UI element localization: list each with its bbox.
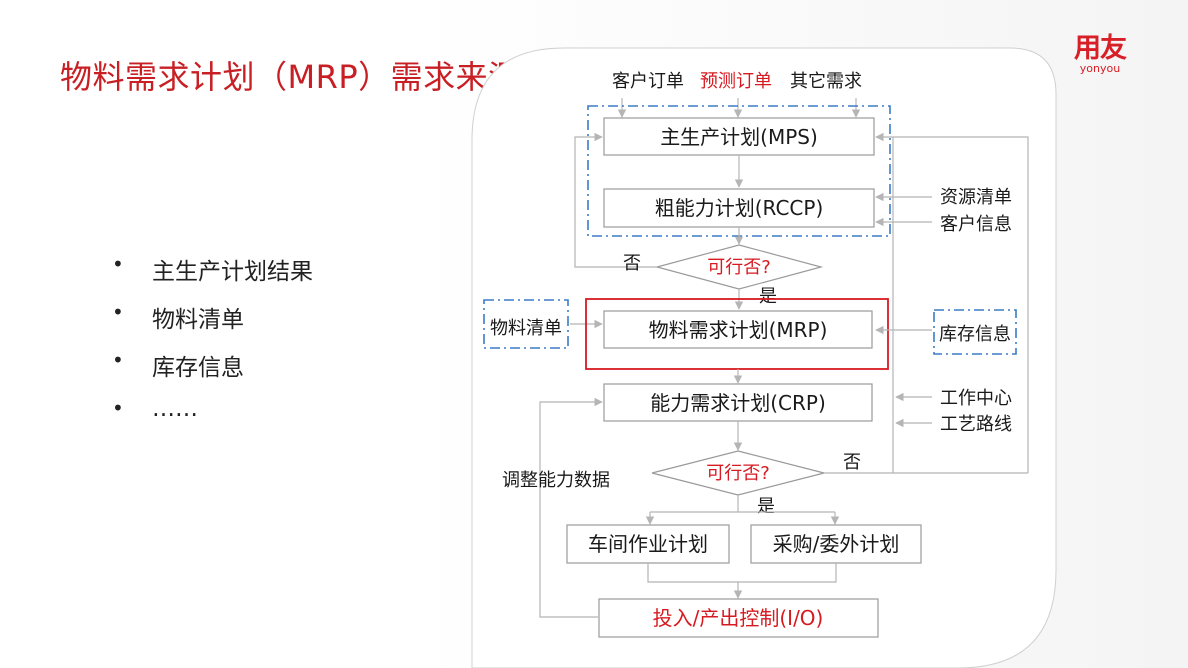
bullet-item: 物料清单 <box>112 300 313 348</box>
inventory-dashed-box <box>933 309 1017 355</box>
arrow-decision1-no <box>574 132 657 268</box>
rccp-box <box>603 188 875 228</box>
decision1-yes: 是 <box>759 286 777 307</box>
slide-title: 物料需求计划（MRP）需求来源 <box>60 58 521 96</box>
decision2-yes: 是 <box>757 496 775 517</box>
rccp-label: 粗能力计划(RCCP) <box>655 196 824 220</box>
purchase-box <box>750 524 922 564</box>
arrow-decision2-no-mps <box>875 132 1029 473</box>
rccp-input-resource-list: 资源清单 <box>940 187 1012 208</box>
inventory-label: 库存信息 <box>939 324 1011 345</box>
decision1-no: 否 <box>623 253 641 274</box>
crp-label: 能力需求计划(CRP) <box>650 391 826 415</box>
io-control-label: 投入/产出控制(I/O) <box>653 606 824 630</box>
mrp-highlight <box>585 298 889 370</box>
rccp-input-customer-info: 客户信息 <box>940 214 1012 235</box>
bom-dashed-box <box>483 299 569 349</box>
crp-input-work-center: 工作中心 <box>940 388 1012 409</box>
io-control-box <box>598 598 879 638</box>
bullet-list: 主生产计划结果 物料清单 库存信息 …… <box>112 252 313 444</box>
source-other-demand: 其它需求 <box>790 71 862 92</box>
bom-label: 物料清单 <box>490 318 562 339</box>
decision2-label: 可行否? <box>706 463 770 484</box>
decision2-no: 否 <box>843 452 861 473</box>
bullet-item: 库存信息 <box>112 348 313 396</box>
mps-label: 主生产计划(MPS) <box>660 125 818 149</box>
adjust-label: 调整能力数据 <box>502 470 610 491</box>
mrp-label: 物料需求计划(MRP) <box>649 318 828 342</box>
bullet-item: 主生产计划结果 <box>112 252 313 300</box>
bullet-item: …… <box>112 396 313 444</box>
line-merge <box>647 563 837 583</box>
crp-box <box>603 383 873 422</box>
logo-cn-text: 用友 <box>1074 33 1127 64</box>
crp-input-routing: 工艺路线 <box>940 414 1012 435</box>
purchase-label: 采购/委外计划 <box>773 532 900 556</box>
mrp-box <box>603 310 873 349</box>
arrow-adjust-capacity <box>539 397 603 618</box>
source-forecast-order: 预测订单 <box>700 71 772 92</box>
decision1-label: 可行否? <box>707 257 771 278</box>
source-customer-order: 客户订单 <box>612 71 684 92</box>
logo-en-text: yonyou <box>1079 62 1121 75</box>
workshop-label: 车间作业计划 <box>588 532 708 556</box>
yonyou-logo: 用友 yonyou <box>1064 33 1136 75</box>
